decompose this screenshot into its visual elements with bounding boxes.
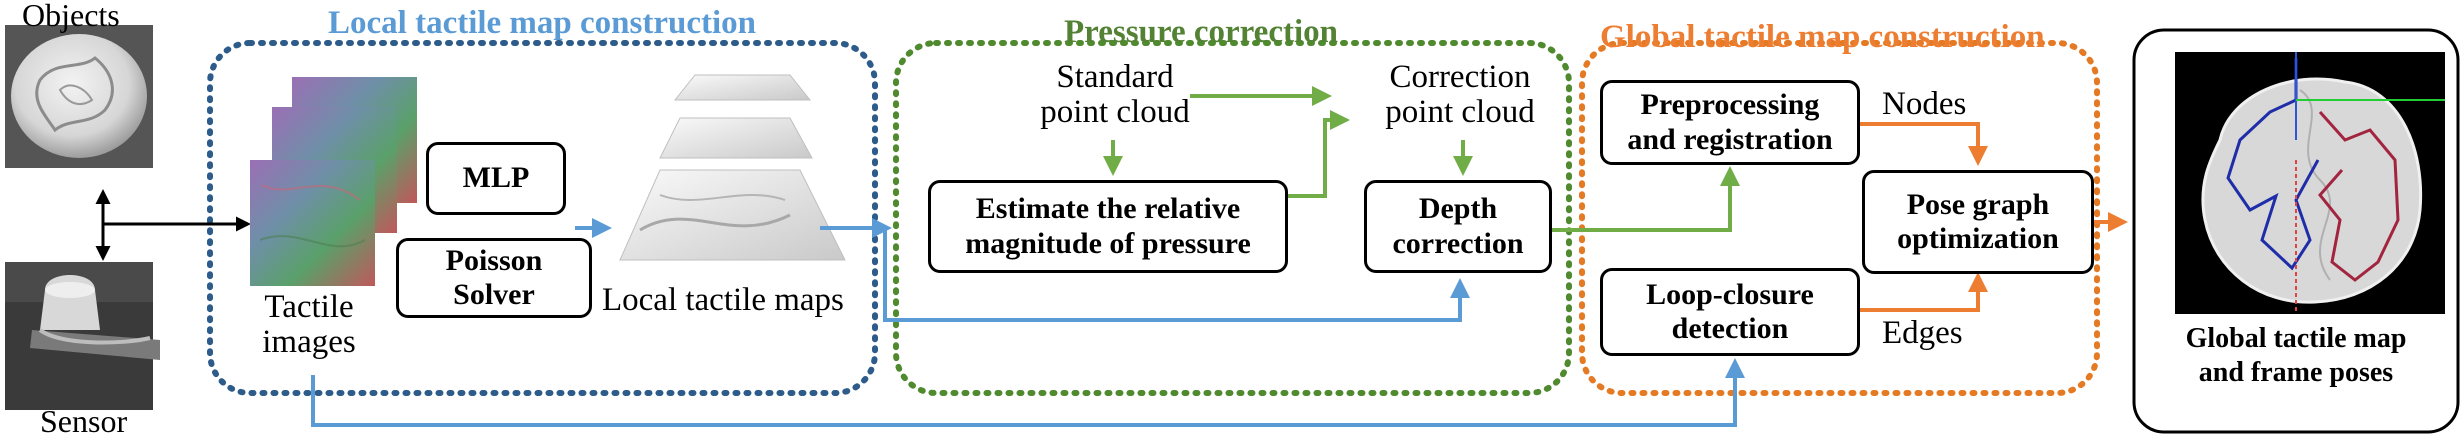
poisson-label: Poisson Solver — [445, 243, 543, 312]
tactile-images-label: Tactile images — [262, 289, 356, 360]
estimate-label: Estimate the relative magnitude of press… — [965, 192, 1251, 260]
pressure-section-frame — [893, 40, 1572, 396]
loop-closure-box: Loop-closure detection — [1600, 268, 1860, 356]
correction-point-cloud-label: Correction point cloud — [1385, 59, 1535, 130]
sensor-label: Sensor — [40, 403, 128, 439]
edges-label: Edges — [1882, 315, 1963, 351]
mlp-box: MLP — [426, 142, 566, 215]
depth-correction-box: Depth correction — [1364, 180, 1552, 273]
edges-arrow — [1860, 272, 1988, 312]
local-maps-label: Local tactile maps — [602, 282, 844, 318]
result-label: Global tactile map and frame poses — [2185, 323, 2407, 388]
objects-label: Objects — [22, 0, 120, 33]
standard-point-cloud-label: Standard point cloud — [1040, 59, 1190, 130]
object-photo — [5, 25, 153, 168]
nodes-arrow — [1860, 122, 1988, 166]
preprocessing-label: Preprocessing and registration — [1627, 88, 1833, 156]
images-to-loopclosure-arrow — [311, 358, 1745, 427]
loop-closure-label: Loop-closure detection — [1646, 277, 1814, 346]
mlp-label: MLP — [462, 161, 530, 195]
estimate-to-correction-arrow — [1288, 110, 1350, 198]
maps-to-depth-arrow — [883, 228, 1470, 322]
poisson-solver-box: Poisson Solver — [396, 238, 592, 318]
depth-label: Depth correction — [1392, 192, 1524, 260]
global-map-image — [2175, 52, 2445, 314]
pose-graph-box: Pose graph optimization — [1862, 170, 2094, 274]
pressure-section-title: Pressure correction — [1064, 14, 1338, 50]
global-section-frame — [1579, 40, 2100, 396]
local-section-title: Local tactile map construction — [328, 5, 757, 41]
tactile-image-stack — [250, 77, 417, 286]
sensor-photo — [5, 262, 160, 410]
preprocessing-box: Preprocessing and registration — [1600, 80, 1860, 165]
nodes-label: Nodes — [1882, 86, 1967, 122]
depth-to-preprocessing-arrow — [1552, 166, 1740, 232]
estimate-pressure-box: Estimate the relative magnitude of press… — [928, 180, 1288, 273]
global-section-title: Global tactile map construction — [1600, 19, 2045, 55]
pose-graph-label: Pose graph optimization — [1897, 187, 2059, 256]
local-map-stack — [619, 74, 846, 261]
